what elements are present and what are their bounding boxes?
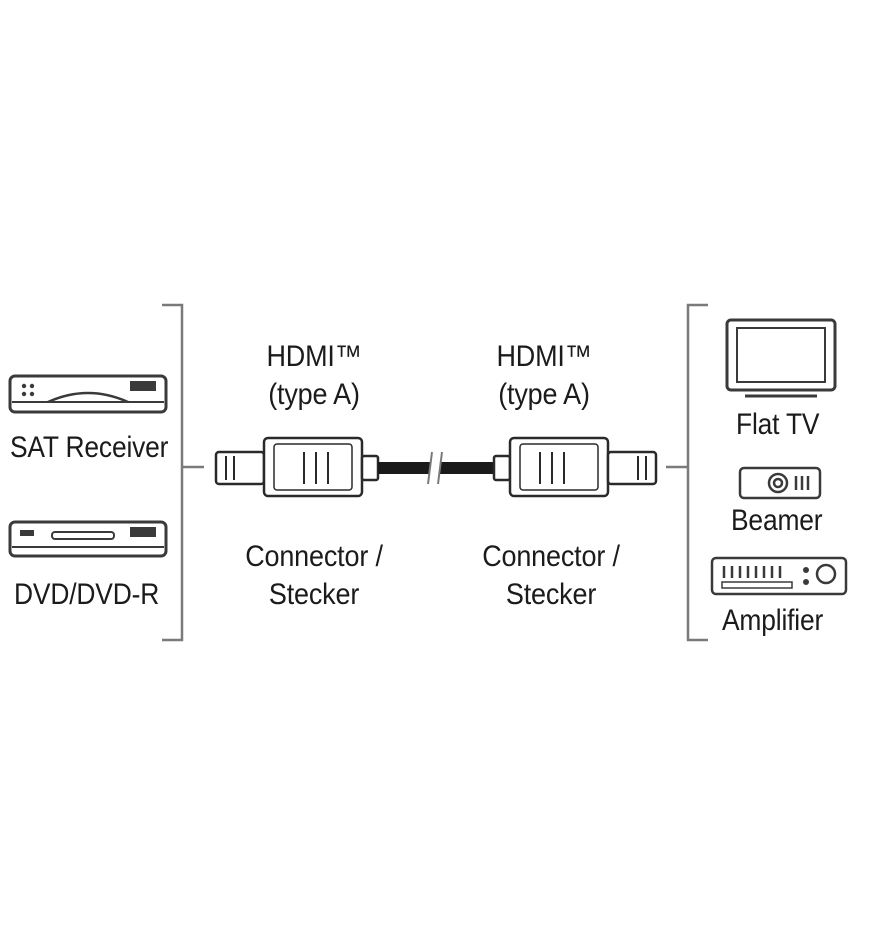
left-connector-caption-line1: Connector / (245, 540, 383, 573)
dvd-player-icon (8, 520, 168, 558)
flat-tv-label: Flat TV (736, 408, 820, 441)
right-hdmi-type-line2: (type A) (498, 378, 590, 411)
hdmi-cable (378, 451, 494, 485)
right-hdmi-connector (492, 436, 658, 498)
left-hdmi-type-line2: (type A) (268, 378, 360, 411)
beamer-label: Beamer (731, 504, 823, 537)
left-hdmi-connector (214, 436, 380, 498)
left-device-bracket (162, 303, 204, 642)
left-connector-caption-line2: Stecker (268, 578, 360, 611)
right-hdmi-type-line1: HDMI™ (496, 340, 592, 373)
flat-tv-icon (725, 318, 837, 398)
amplifier-label: Amplifier (722, 604, 824, 637)
beamer-icon (738, 466, 822, 500)
right-connector-caption-line2: Stecker (505, 578, 597, 611)
sat-receiver-icon (8, 374, 168, 414)
right-connector-caption-line1: Connector / (482, 540, 620, 573)
dvd-label: DVD/DVD-R (14, 578, 160, 611)
sat-receiver-label: SAT Receiver (10, 431, 169, 464)
right-device-bracket (666, 303, 708, 642)
amplifier-icon (710, 556, 848, 596)
left-hdmi-type-line1: HDMI™ (266, 340, 362, 373)
